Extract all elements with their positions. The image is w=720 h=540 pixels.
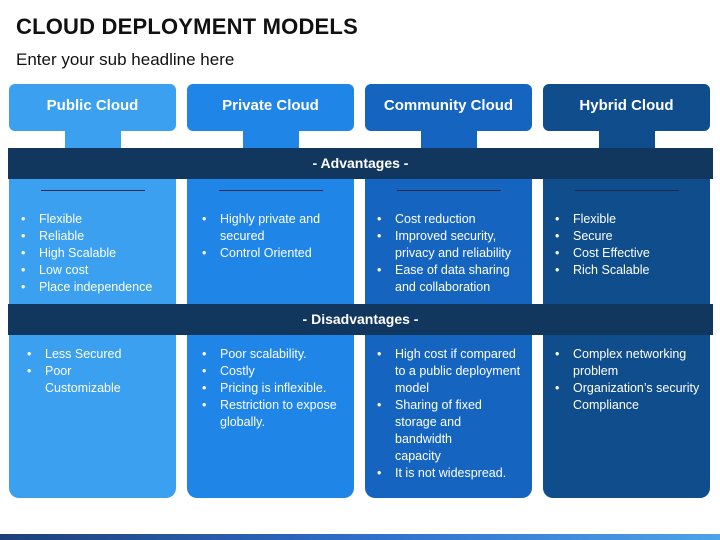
page-title: CLOUD DEPLOYMENT MODELS	[16, 14, 358, 39]
disadvantages-band: - Disadvantages -	[8, 304, 713, 335]
list-item: Control Oriented	[196, 245, 348, 262]
page-subtitle: Enter your sub headline here	[16, 50, 235, 69]
list-item: Poor Customizable	[15, 363, 135, 397]
list-item: Pricing is inflexible.	[196, 380, 348, 397]
bottom-accent-bar	[0, 534, 720, 540]
list-item: High cost if compared to a public deploy…	[371, 346, 526, 397]
divider-line	[575, 190, 679, 191]
column-header-public: Public Cloud	[9, 84, 176, 131]
divider-line	[397, 190, 501, 191]
list-item: It is not widespread.	[371, 465, 526, 482]
advantages-list-public: Flexible Reliable High Scalable Low cost…	[15, 211, 173, 296]
list-item: Complex networking problem	[549, 346, 701, 380]
list-item: Organization’s security Compliance	[549, 380, 701, 414]
advantages-band: - Advantages -	[8, 148, 713, 179]
advantages-list-private: Highly private and secured Control Orien…	[196, 211, 348, 262]
list-item: Rich Scalable	[549, 262, 704, 279]
advantages-list-hybrid: Flexible Secure Cost Effective Rich Scal…	[549, 211, 704, 279]
list-item: Costly	[196, 363, 348, 380]
list-item: Improved security, privacy and reliabili…	[371, 228, 526, 262]
disadvantages-list-hybrid: Complex networking problem Organization’…	[549, 346, 701, 414]
disadvantages-list-private: Poor scalability. Costly Pricing is infl…	[196, 346, 348, 431]
disadvantages-list-public: Less Secured Poor Customizable	[15, 346, 155, 397]
list-item: Less Secured	[15, 346, 155, 363]
divider-line	[41, 190, 145, 191]
list-item: Low cost	[15, 262, 173, 279]
list-item: Cost reduction	[371, 211, 526, 228]
divider-line	[219, 190, 323, 191]
column-header-community: Community Cloud	[365, 84, 532, 131]
list-item: Cost Effective	[549, 245, 704, 262]
list-item: Secure	[549, 228, 704, 245]
list-item: Restriction to expose globally.	[196, 397, 348, 431]
list-item: Flexible	[549, 211, 704, 228]
advantages-list-community: Cost reduction Improved security, privac…	[371, 211, 526, 296]
list-item: Reliable	[15, 228, 173, 245]
disadvantages-list-community: High cost if compared to a public deploy…	[371, 346, 526, 482]
column-header-private: Private Cloud	[187, 84, 354, 131]
list-item: Highly private and secured	[196, 211, 348, 245]
list-item: Place independence	[15, 279, 173, 296]
list-item: High Scalable	[15, 245, 173, 262]
list-item: Flexible	[15, 211, 173, 228]
list-item: Sharing of fixed storage and bandwidth c…	[371, 397, 495, 465]
column-header-hybrid: Hybrid Cloud	[543, 84, 710, 131]
list-item: Poor scalability.	[196, 346, 348, 363]
list-item: Ease of data sharing and collaboration	[371, 262, 526, 296]
